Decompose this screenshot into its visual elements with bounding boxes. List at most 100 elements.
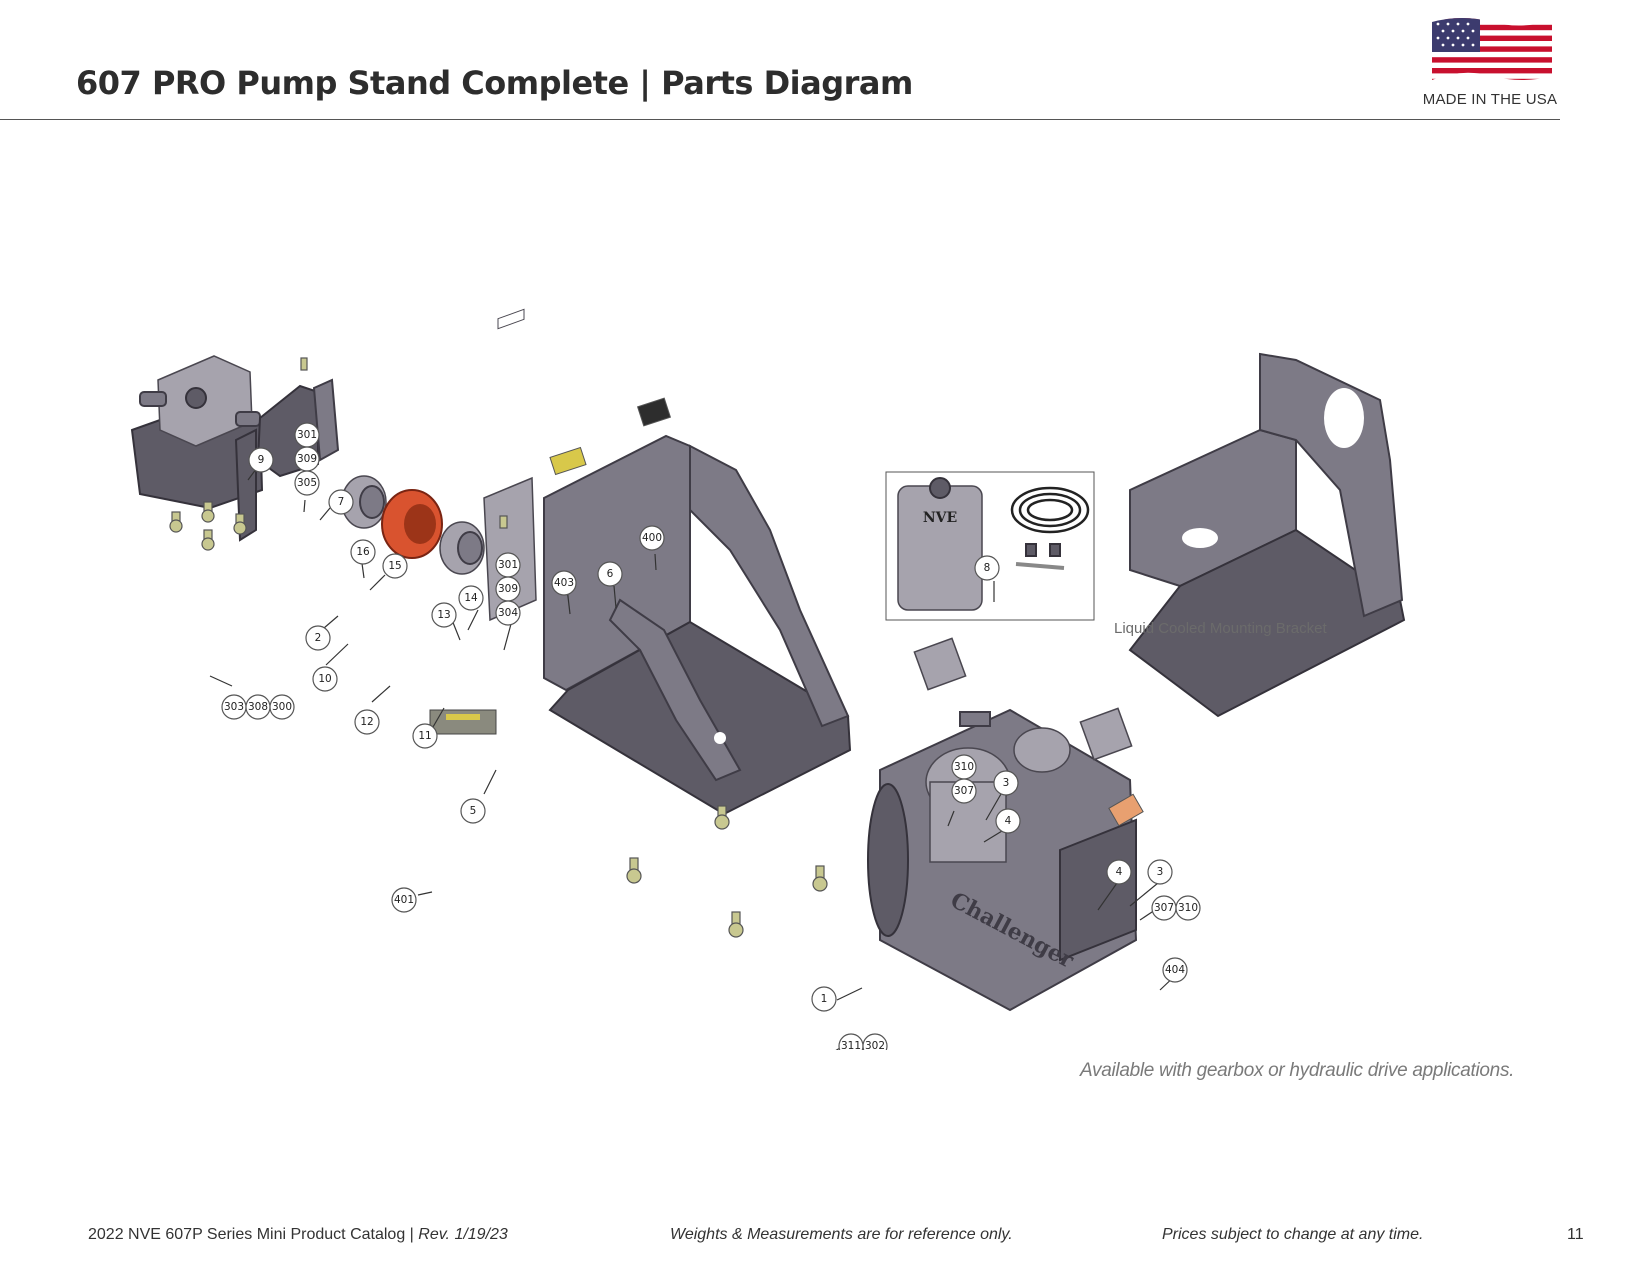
svg-text:311: 311 [841,1040,861,1050]
callout: 3 [993,770,1019,796]
svg-text:301: 301 [297,429,317,441]
coupling-illustration [341,475,485,575]
callout: 15 [382,553,408,579]
svg-text:310: 310 [1178,902,1198,914]
callout: 400 [639,525,665,551]
svg-text:3: 3 [1003,777,1010,789]
coolant-tank-kit-illustration: NVE [885,471,1095,621]
svg-text:300: 300 [272,701,292,713]
svg-text:310: 310 [954,761,974,773]
callout: 4 [995,808,1021,834]
svg-text:14: 14 [464,592,478,604]
callout: 2 [305,625,331,651]
callout: 305 [294,470,320,496]
page-title: 607 PRO Pump Stand Complete | Parts Diag… [76,64,913,102]
callout: 12 [354,709,380,735]
footer-catalog-title: 2022 NVE 607P Series Mini Product Catalo… [88,1226,414,1243]
callout: 16 [350,539,376,565]
footer-revision: Rev. 1/19/23 [418,1226,508,1243]
parts-diagram: NVE Challenger [130,308,1406,1050]
availability-note: Available with gearbox or hydraulic driv… [1080,1060,1515,1081]
callout: 311 [838,1033,864,1050]
callout: 309 [294,446,320,472]
header-divider [0,119,1560,120]
svg-text:308: 308 [248,701,268,713]
svg-text:301: 301 [498,559,518,571]
callout: 310 [951,754,977,780]
svg-text:307: 307 [954,785,974,797]
callout: 303 [221,694,247,720]
svg-text:11: 11 [418,730,431,742]
callout: 304 [495,600,521,626]
decal-401-illustration [429,709,497,735]
svg-text:7: 7 [338,496,345,508]
svg-text:401: 401 [394,894,414,906]
decal-403-illustration [549,446,587,476]
svg-text:303: 303 [224,701,244,713]
svg-text:5: 5 [470,805,477,817]
callout: 302 [862,1033,888,1050]
callout: 14 [458,585,484,611]
footer-prices-note: Prices subject to change at any time. [1162,1226,1424,1243]
callout: 6 [597,561,623,587]
svg-text:13: 13 [437,609,450,621]
svg-text:8: 8 [984,562,991,574]
svg-text:302: 302 [865,1040,885,1050]
pump-stand-frame-illustration [543,434,852,816]
footer-weights-note: Weights & Measurements are for reference… [670,1226,1013,1243]
svg-text:1: 1 [821,993,828,1005]
pump-illustration: Challenger [867,637,1144,1012]
callout: 307 [1151,895,1177,921]
callout: 3 [1147,859,1173,885]
callout: 307 [951,778,977,804]
decal-404-illustration [1108,793,1144,827]
callout: 403 [551,570,577,596]
callout: 8 [974,555,1000,581]
svg-text:309: 309 [297,453,317,465]
made-in-usa-badge: MADE IN THE USA [1420,14,1560,108]
svg-text:404: 404 [1165,964,1185,976]
svg-text:10: 10 [318,673,331,685]
svg-text:400: 400 [642,532,662,544]
svg-text:16: 16 [356,546,370,558]
svg-text:3: 3 [1157,866,1164,878]
callout: 4 [1106,859,1132,885]
svg-text:403: 403 [554,577,574,589]
callout: 9 [248,447,274,473]
callout: 301 [294,422,320,448]
callout: 401 [391,887,417,913]
callout: 5 [460,798,486,824]
svg-text:12: 12 [360,716,373,728]
gearbox-illustration [130,355,264,542]
callouts: 301 309 305 9 7 16 15 2 10 303 308 300 1… [221,422,1201,1050]
callout: 309 [495,576,521,602]
made-in-usa-caption: MADE IN THE USA [1422,91,1558,108]
page-number: 11 [1567,1226,1584,1243]
svg-text:4: 4 [1116,866,1123,878]
footer-catalog: 2022 NVE 607P Series Mini Product Catalo… [88,1226,508,1244]
decal-400-illustration [636,397,672,427]
tank-brand-label: NVE [923,510,957,526]
callout: 13 [431,602,457,628]
callout: 301 [495,552,521,578]
svg-text:2: 2 [315,632,322,644]
svg-text:4: 4 [1005,815,1012,827]
svg-text:9: 9 [258,454,265,466]
us-flag-icon [1432,18,1552,80]
callout: 308 [245,694,271,720]
callout: 310 [1175,895,1201,921]
svg-text:307: 307 [1154,902,1174,914]
svg-text:304: 304 [498,607,518,619]
callout: 1 [811,986,837,1012]
bracket-caption: Liquid Cooled Mounting Bracket [1114,620,1327,637]
callout: 404 [1162,957,1188,983]
svg-text:309: 309 [498,583,518,595]
callout: 11 [412,723,438,749]
svg-text:305: 305 [297,477,317,489]
bolts-illustration [169,357,828,938]
callout: 7 [328,489,354,515]
mounting-bracket-illustration [1128,352,1406,718]
svg-text:15: 15 [388,560,401,572]
svg-text:6: 6 [607,568,614,580]
callout: 300 [269,694,295,720]
